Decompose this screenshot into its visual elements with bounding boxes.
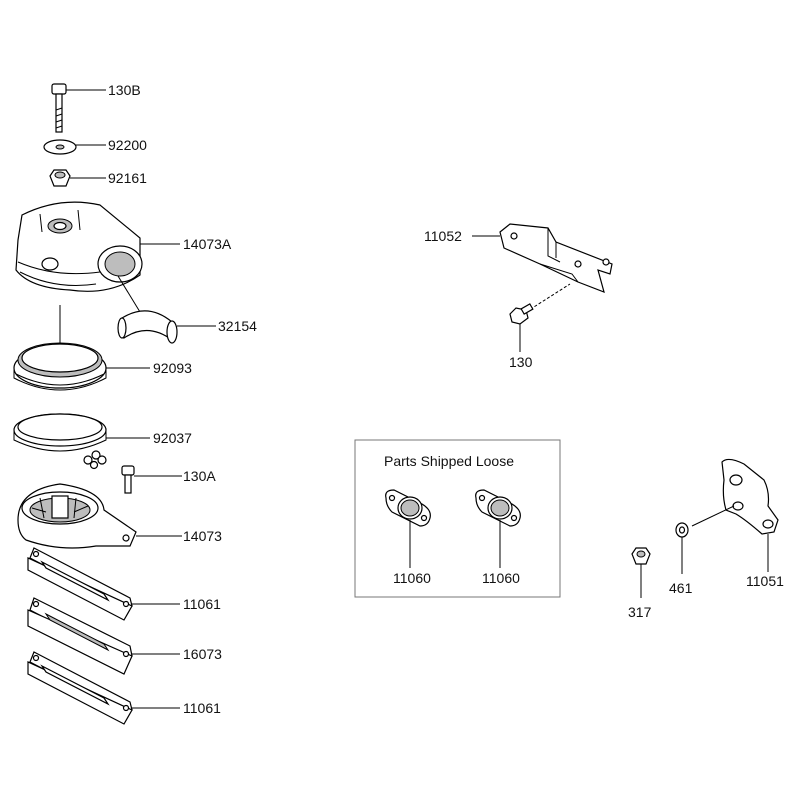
label-92161: 92161 [108, 170, 147, 186]
label-14073: 14073 [183, 528, 222, 544]
leader-461-to-plate [691, 505, 735, 527]
housing-14073A [15, 201, 143, 292]
band-92037 [13, 413, 107, 452]
gasket-11061-bottom [27, 651, 133, 725]
label-92200: 92200 [108, 137, 147, 153]
label-317: 317 [628, 604, 652, 620]
label-11052: 11052 [424, 228, 462, 244]
leader-14073A-to-32154 [117, 275, 141, 313]
label-11051: 11051 [746, 573, 784, 589]
parts-shipped-loose-box [354, 439, 561, 598]
nut-cluster [83, 450, 107, 470]
bracket-11052 [499, 223, 613, 293]
label-461: 461 [669, 580, 693, 596]
label-130: 130 [509, 354, 533, 370]
label-32154: 32154 [218, 318, 257, 334]
label-92037: 92037 [153, 430, 192, 446]
nut-92161 [49, 169, 71, 187]
bolt-130A [121, 465, 135, 494]
label-14073A: 14073A [183, 236, 232, 252]
gasket-11060-right [475, 489, 521, 527]
spacer-16073 [27, 597, 133, 675]
label-11060-left: 11060 [393, 570, 431, 586]
label-16073: 16073 [183, 646, 222, 662]
label-11060-right: 11060 [482, 570, 520, 586]
label-11061-bottom: 11061 [183, 700, 221, 716]
bolt-130B [51, 83, 67, 133]
washer-92200 [43, 139, 77, 155]
plate-11051 [721, 458, 779, 535]
filter-92093 [13, 342, 107, 391]
nut-317 [631, 547, 651, 565]
washer-461 [675, 522, 689, 538]
leader-130-to-bracket [525, 283, 571, 313]
loose-box-title: Parts Shipped Loose [384, 453, 514, 469]
gasket-11060-left [385, 489, 431, 527]
base-14073 [17, 483, 137, 549]
label-130B: 130B [108, 82, 141, 98]
label-92093: 92093 [153, 360, 192, 376]
gasket-11061-top [27, 547, 133, 621]
label-130A: 130A [183, 468, 216, 484]
bolt-130 [509, 303, 534, 325]
tube-32154 [117, 310, 178, 344]
label-11061-top: 11061 [183, 596, 221, 612]
